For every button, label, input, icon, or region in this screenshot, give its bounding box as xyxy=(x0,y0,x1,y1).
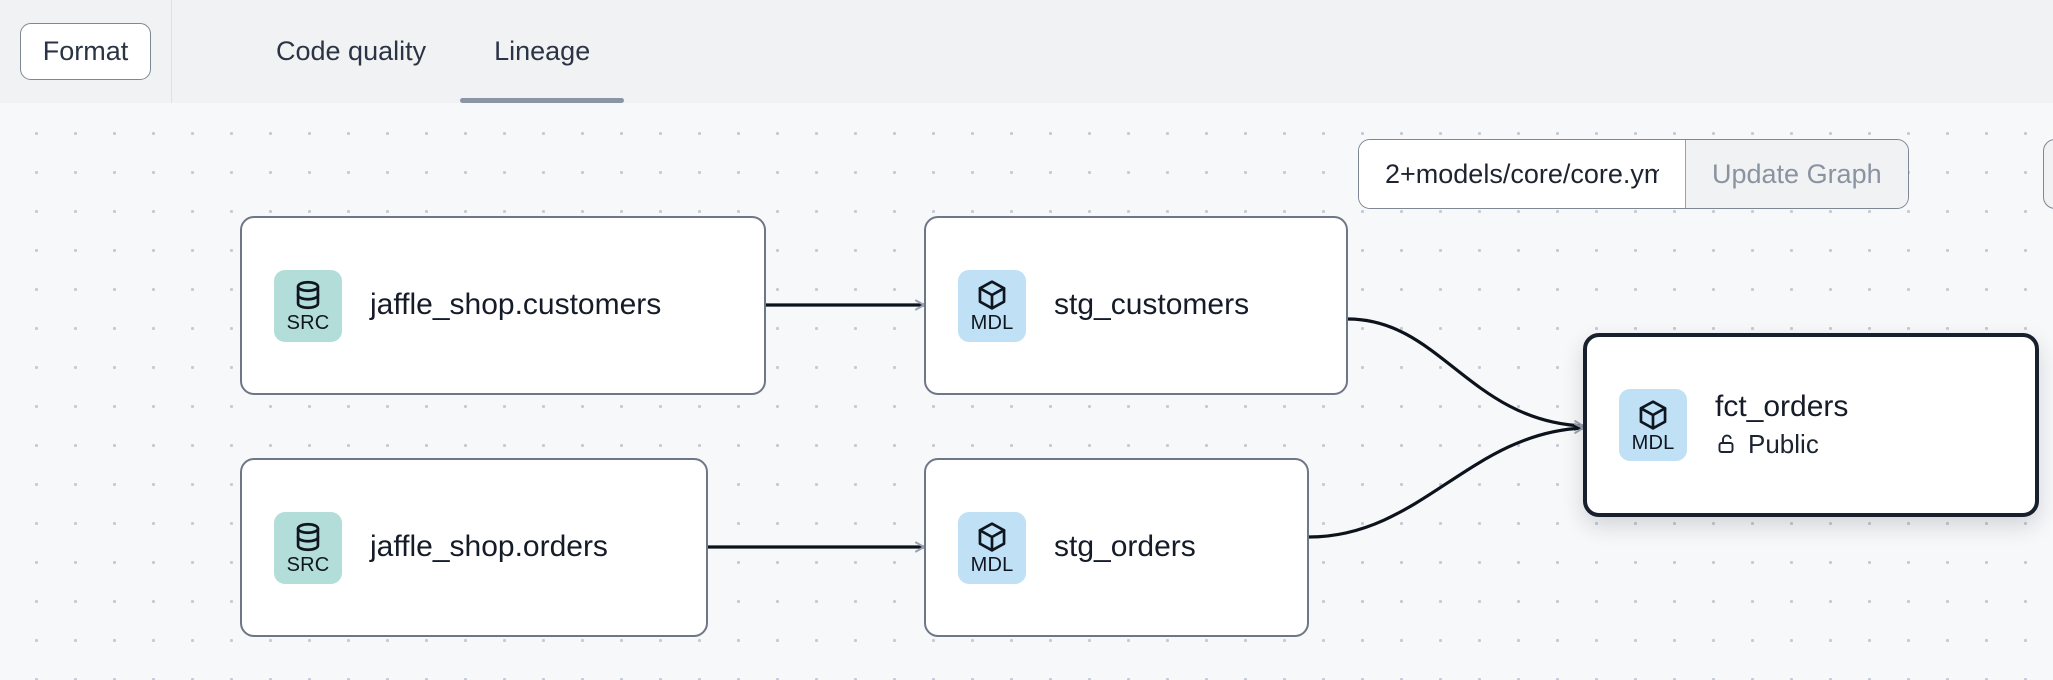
edge-stgorders-to-fctorders xyxy=(1308,422,1584,539)
format-button-container: Format xyxy=(0,0,172,103)
source-badge-label: SRC xyxy=(286,554,330,576)
cube-icon xyxy=(978,280,1006,310)
lineage-node-stg-orders[interactable]: MDL stg_orders xyxy=(924,458,1309,637)
graph-control-bar: Update Graph xyxy=(1358,139,1909,209)
model-badge-label: MDL xyxy=(970,554,1014,576)
node-title: stg_customers xyxy=(1054,288,1250,322)
model-badge: MDL xyxy=(958,511,1026,584)
model-badge: MDL xyxy=(1619,389,1687,461)
source-badge-label: SRC xyxy=(286,312,330,334)
source-badge: SRC xyxy=(274,511,342,584)
database-icon xyxy=(296,522,320,552)
tab-lineage[interactable]: Lineage xyxy=(460,0,625,103)
source-badge: SRC xyxy=(274,269,342,342)
format-button[interactable]: Format xyxy=(19,23,152,80)
node-text-block: stg_orders xyxy=(1054,530,1196,565)
node-access-label: Public xyxy=(1748,428,1819,459)
node-title: jaffle_shop.orders xyxy=(370,530,608,564)
node-title: fct_orders xyxy=(1715,390,1849,424)
tab-code-quality[interactable]: Code quality xyxy=(242,0,460,103)
lineage-node-fct-orders[interactable]: MDL fct_orders Public xyxy=(1583,333,2039,517)
update-graph-button[interactable]: Update Graph xyxy=(1685,140,1908,208)
database-icon xyxy=(296,280,320,310)
unlock-icon xyxy=(1718,434,1734,454)
tab-code-quality-label: Code quality xyxy=(276,36,427,66)
tab-lineage-label: Lineage xyxy=(494,36,591,66)
edge-stgcustomers-to-fctorders xyxy=(1347,317,1584,432)
node-text-block: jaffle_shop.customers xyxy=(370,288,661,323)
selector-input[interactable] xyxy=(1359,140,1685,208)
node-text-block: fct_orders Public xyxy=(1715,390,1848,460)
cube-icon xyxy=(1639,399,1667,430)
cube-icon xyxy=(978,522,1006,552)
editor-toolbar: Format Code quality Lineage xyxy=(0,0,2053,103)
node-text-block: stg_customers xyxy=(1054,288,1249,323)
model-badge: MDL xyxy=(958,269,1026,342)
lineage-node-jaffle-shop-customers[interactable]: SRC jaffle_shop.customers xyxy=(240,216,766,395)
node-access-row: Public xyxy=(1715,429,1848,460)
node-text-block: jaffle_shop.orders xyxy=(370,530,608,565)
tab-bar: Code quality Lineage xyxy=(172,0,625,103)
lineage-node-jaffle-shop-orders[interactable]: SRC jaffle_shop.orders xyxy=(240,458,708,637)
tab-underline-active xyxy=(460,98,625,103)
model-badge-label: MDL xyxy=(970,312,1014,334)
lineage-node-stg-customers[interactable]: MDL stg_customers xyxy=(924,216,1348,395)
node-title: stg_orders xyxy=(1054,530,1196,564)
model-badge-label: MDL xyxy=(1631,431,1675,454)
node-title: jaffle_shop.customers xyxy=(370,288,662,322)
graph-control-overflow-stub[interactable] xyxy=(2043,139,2053,209)
